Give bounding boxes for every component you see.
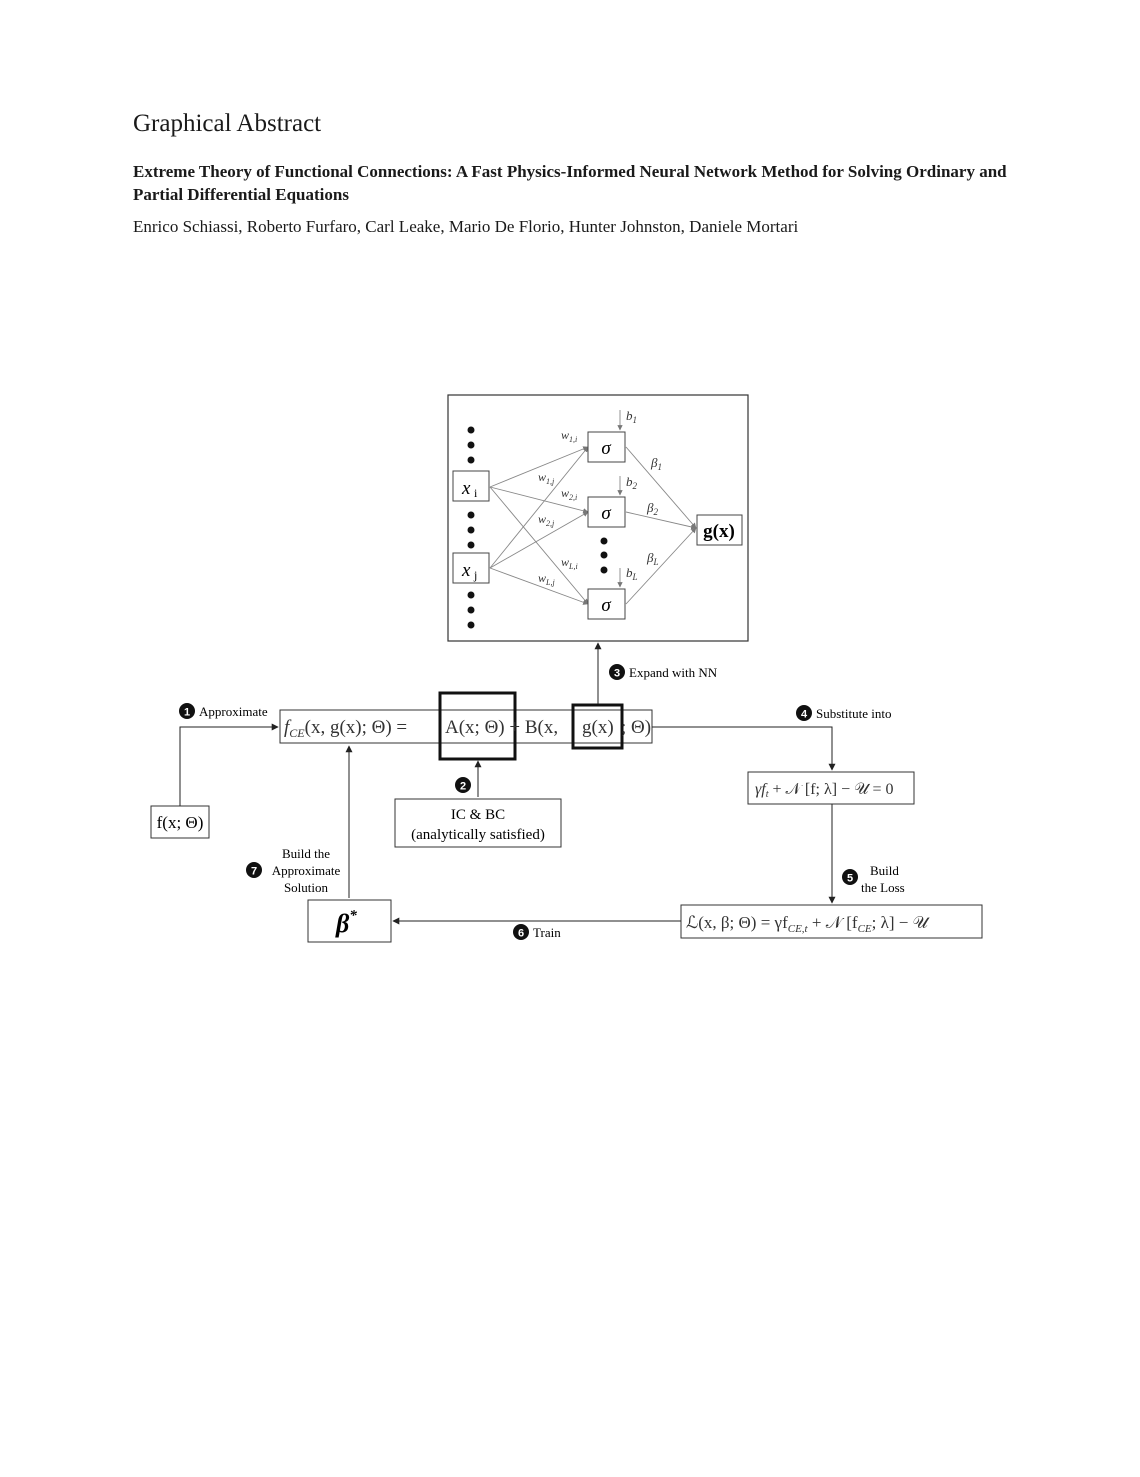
- A-highlight-box: [438, 691, 517, 761]
- pde-box: γft + 𝒩 [f; λ] − 𝒰 = 0: [747, 771, 915, 805]
- svg-text:6: 6: [518, 928, 524, 940]
- bias-labels: b1 b2 bL: [626, 408, 638, 582]
- svg-text:j: j: [473, 568, 477, 582]
- step-7-label-line3: Solution: [284, 880, 329, 895]
- svg-text:7: 7: [251, 866, 257, 878]
- svg-text:2: 2: [460, 781, 466, 793]
- svg-text:1: 1: [184, 707, 190, 719]
- step-5-label-line2: the Loss: [861, 880, 905, 895]
- beta-labels: β1 β2 βL: [646, 455, 662, 567]
- step-5-badge: 5: [842, 869, 858, 885]
- step-4-label: Substitute into: [816, 706, 891, 721]
- step-5-label-line1: Build: [870, 863, 899, 878]
- step-3-label: Expand with NN: [629, 665, 718, 680]
- icbc-box: IC & BC (analytically satisfied): [394, 798, 562, 848]
- svg-text:4: 4: [801, 709, 808, 721]
- svg-text:σ: σ: [601, 503, 611, 524]
- svg-text:w2,i: w2,i: [561, 486, 577, 502]
- svg-text:wL,i: wL,i: [561, 555, 578, 571]
- paper-title: Extreme Theory of Functional Connections…: [133, 162, 1007, 204]
- weight-labels: w1,i w1,j w2,i w2,j wL,i wL,j: [538, 428, 578, 587]
- svg-text:5: 5: [847, 873, 853, 885]
- input-node-j: x j: [452, 552, 490, 584]
- constrained-expression: fCE(x, g(x); Θ) = A(x; Θ) + B(x, g(x); Θ…: [284, 717, 651, 740]
- step-2-badge: 2: [455, 777, 471, 793]
- input-dots-bottom: [467, 591, 475, 629]
- svg-text:wL,j: wL,j: [538, 571, 555, 587]
- step-6-badge: 6: [513, 924, 529, 940]
- nn-panel: [447, 394, 749, 642]
- svg-text:x: x: [461, 478, 471, 499]
- hidden-dots: [600, 537, 608, 574]
- step-3-badge: 3: [609, 664, 625, 680]
- substitute-arrow: [652, 726, 836, 771]
- step-7-label-line1: Build the: [282, 846, 330, 861]
- output-node: g(x): [696, 514, 743, 546]
- svg-text:(analytically satisfied): (analytically satisfied): [411, 827, 545, 843]
- svg-text:w1,j: w1,j: [538, 470, 555, 486]
- loss-box: ℒ(x, β; Θ) = γfCE,t + 𝒩 [fCE; λ] − 𝒰: [680, 904, 983, 939]
- svg-text:g(x): g(x): [703, 521, 735, 542]
- input-dots-top: [467, 426, 475, 464]
- svg-text:γft + 𝒩 [f; λ] − 𝒰 = 0: γft + 𝒩 [f; λ] − 𝒰 = 0: [755, 781, 894, 800]
- hidden-node-1: σ: [587, 431, 626, 463]
- author-list: Enrico Schiassi, Roberto Furfaro, Carl L…: [133, 217, 799, 236]
- step-7-label-line2: Approximate: [272, 863, 341, 878]
- svg-text:σ: σ: [601, 438, 611, 459]
- svg-text:σ: σ: [601, 595, 611, 616]
- svg-text:β1: β1: [650, 455, 662, 472]
- svg-text:3: 3: [614, 668, 620, 680]
- svg-text:bL: bL: [626, 565, 638, 582]
- step-7-badge: 7: [246, 862, 262, 878]
- svg-text:w2,j: w2,j: [538, 512, 555, 528]
- hidden-node-L: σ: [587, 588, 626, 620]
- input-dots-middle: [467, 511, 475, 549]
- svg-text:b2: b2: [626, 474, 638, 491]
- svg-text:i: i: [474, 486, 478, 500]
- svg-text:β*: β*: [335, 908, 357, 938]
- beta-star-box: β*: [307, 899, 392, 943]
- svg-text:ℒ(x, β; Θ) = γfCE,t + 𝒩 [fCE;: ℒ(x, β; Θ) = γfCE,t + 𝒩 [fCE; λ] − 𝒰: [686, 913, 931, 935]
- hidden-node-2: σ: [587, 496, 626, 528]
- step-4-badge: 4: [796, 705, 812, 721]
- step-1-label: Approximate: [199, 704, 268, 719]
- step-1-badge: 1: [179, 703, 195, 719]
- svg-text:IC & BC: IC & BC: [451, 807, 505, 823]
- approximate-arrow: [179, 723, 279, 806]
- input-node-i: x i: [452, 470, 490, 502]
- weight-connections: [489, 410, 697, 605]
- svg-text:f(x; Θ): f(x; Θ): [157, 813, 204, 832]
- free-function-box: f(x; Θ): [150, 805, 210, 839]
- page-heading: Graphical Abstract: [133, 110, 322, 137]
- svg-text:b1: b1: [626, 408, 637, 425]
- svg-text:x: x: [461, 560, 471, 581]
- svg-text:β2: β2: [646, 500, 658, 517]
- g-highlight-box: [571, 703, 624, 750]
- svg-text:βL: βL: [646, 550, 659, 567]
- step-6-label: Train: [533, 925, 561, 940]
- svg-text:w1,i: w1,i: [561, 428, 577, 444]
